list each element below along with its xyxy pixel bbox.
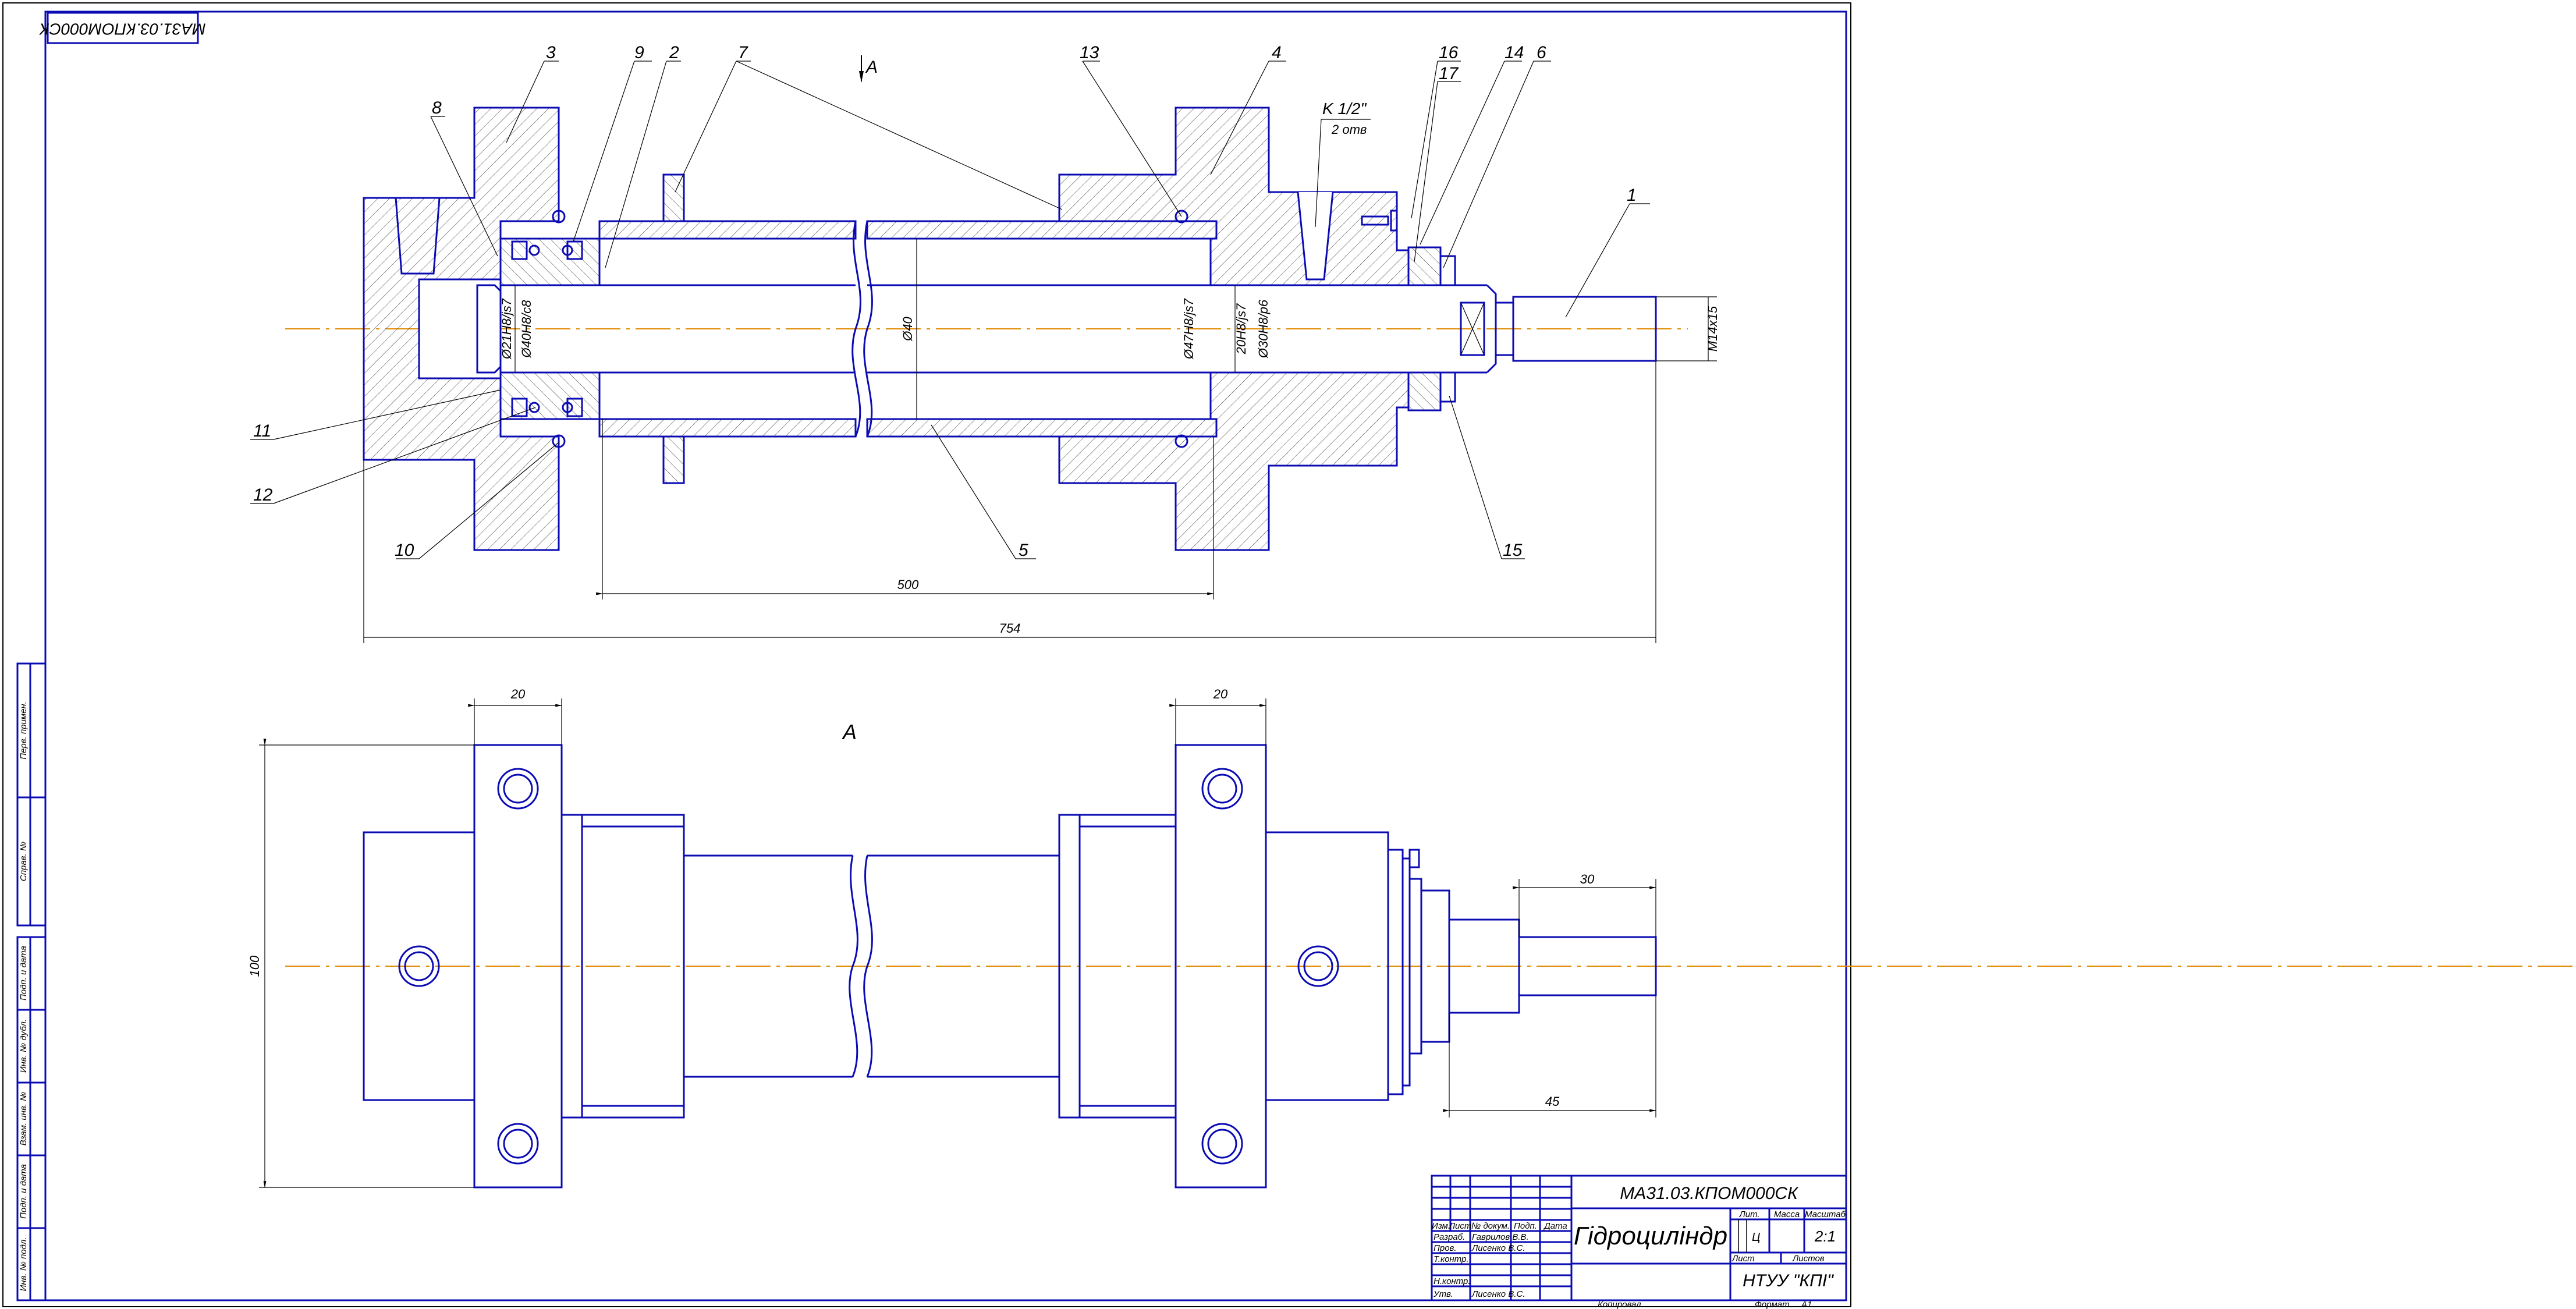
sheets-label: Листов (1792, 1254, 1825, 1264)
role-label: Пров. (1434, 1243, 1457, 1253)
part-label: 1 (1627, 186, 1637, 205)
side-table-label: Инв. № подл. (19, 1237, 29, 1291)
role-name: Лисенко В.С. (1471, 1289, 1525, 1299)
dim-height: 100 (247, 955, 262, 977)
organization: НТУУ "КПІ" (1743, 1271, 1834, 1290)
bolt-holes (398, 768, 1339, 1165)
dim-thread-length: 30 (1580, 872, 1595, 886)
part-label: 7 (738, 43, 748, 62)
lit-label: Лит. (1738, 1209, 1759, 1219)
cylinder-tube (598, 220, 857, 240)
break-line (849, 855, 858, 1077)
rotated-code-stamp: МА31.03.КПОМ000СК (39, 12, 206, 44)
header-label: Подп. (1514, 1221, 1537, 1231)
port-callout: K 1/2" (1322, 100, 1367, 118)
dim-d3: Ø40 (900, 316, 915, 341)
dim-overall: 754 (999, 621, 1021, 636)
section-marker: A (865, 58, 878, 77)
part-label: 3 (546, 43, 556, 62)
format-value: A1 (1801, 1300, 1812, 1309)
part-label: 17 (1439, 64, 1459, 83)
sheet-border (2, 2, 1851, 1307)
left-port (395, 197, 441, 275)
role-label: Разраб. (1434, 1232, 1465, 1242)
side-table: Перв. примен. Справ. № Подп. и дата Инв.… (16, 662, 47, 1301)
role-label: Т.контр. (1434, 1254, 1469, 1264)
part-label: 16 (1439, 43, 1459, 62)
header-label: № докум. (1471, 1221, 1510, 1231)
scale-value: 2:1 (1814, 1228, 1836, 1245)
view-a: A (247, 687, 2576, 1189)
side-table-label: Подп. и дата (19, 946, 29, 1001)
side-table-label: Инв. № дубл. (19, 1019, 29, 1073)
part-label: 5 (1019, 541, 1028, 560)
dim-d1: Ø21H8/js7 (499, 298, 514, 360)
rod-thread (1512, 296, 1657, 362)
left-nut (662, 173, 685, 222)
dim-d2: Ø40H8/c8 (519, 300, 534, 359)
break-line (851, 221, 861, 437)
dim-stroke: 500 (897, 577, 919, 592)
dim-rod-length: 45 (1545, 1094, 1560, 1109)
right-port (1297, 191, 1334, 281)
view-a-label: A (842, 720, 857, 744)
part-label: 8 (432, 98, 442, 118)
part-label: 15 (1503, 541, 1523, 560)
role-label: Н.контр. (1434, 1276, 1471, 1286)
side-table-label: Подп. и дата (19, 1164, 29, 1219)
format-label: Формат (1755, 1300, 1790, 1309)
left-nut (581, 814, 685, 1119)
part-label: 11 (253, 421, 271, 441)
copied-label: Копировал (1598, 1300, 1641, 1309)
piston (499, 237, 601, 286)
part-label: 4 (1272, 43, 1282, 62)
dim-d5: 20H8/js7 (1234, 303, 1248, 355)
role-label: Утв. (1433, 1289, 1453, 1299)
side-table-label: Взам. инв. № (19, 1092, 29, 1146)
header-label: Изм. (1432, 1221, 1450, 1231)
gland (1407, 246, 1442, 286)
role-name: Гаврилов В.В. (1472, 1232, 1529, 1242)
lit-value: Ц (1752, 1231, 1761, 1244)
stamp-code: МА31.03.КПОМ000СК (39, 20, 206, 38)
screw (1361, 215, 1389, 226)
part-label: 9 (634, 43, 644, 62)
dim-thread: M14x15 (1705, 306, 1720, 352)
scale-label: Масштаб (1805, 1209, 1846, 1219)
drawing-title: Гідроцилiндр (1574, 1222, 1727, 1250)
side-table-label: Справ. № (19, 842, 29, 881)
section-view: 500 754 Ø21H8/js7 Ø40H8/c8 Ø40 Ø47H8/js7… (250, 43, 1720, 643)
mass-label: Масса (1774, 1209, 1800, 1219)
port-count: 2 отв (1331, 122, 1367, 137)
part-label: 10 (395, 541, 414, 560)
part-label: 13 (1080, 43, 1099, 62)
role-name: Лисенко В.С. (1471, 1243, 1525, 1253)
part-label: 6 (1537, 43, 1546, 62)
title-block: МА31.03.КПОМ000СК Гідроцилiндр Изм. Лист… (1431, 1175, 1847, 1309)
doc-code: МА31.03.КПОМ000СК (1620, 1184, 1799, 1203)
dim-d4: Ø47H8/js7 (1181, 298, 1196, 360)
header-label: Дата (1543, 1221, 1567, 1231)
dim-flange-right: 20 (1213, 687, 1228, 701)
dim-d6: Ø30H8/p6 (1256, 299, 1271, 359)
part-label: 14 (1505, 43, 1524, 62)
part-label: 12 (253, 485, 273, 505)
sheet-label: Лист (1731, 1254, 1755, 1264)
part-label: 2 (669, 43, 679, 62)
side-table-label: Перв. примен. (19, 701, 29, 760)
rod-thread (1518, 936, 1657, 996)
dim-flange-left: 20 (510, 687, 526, 701)
header-label: Лист (1449, 1221, 1472, 1231)
drawing-frame (44, 10, 1847, 1301)
